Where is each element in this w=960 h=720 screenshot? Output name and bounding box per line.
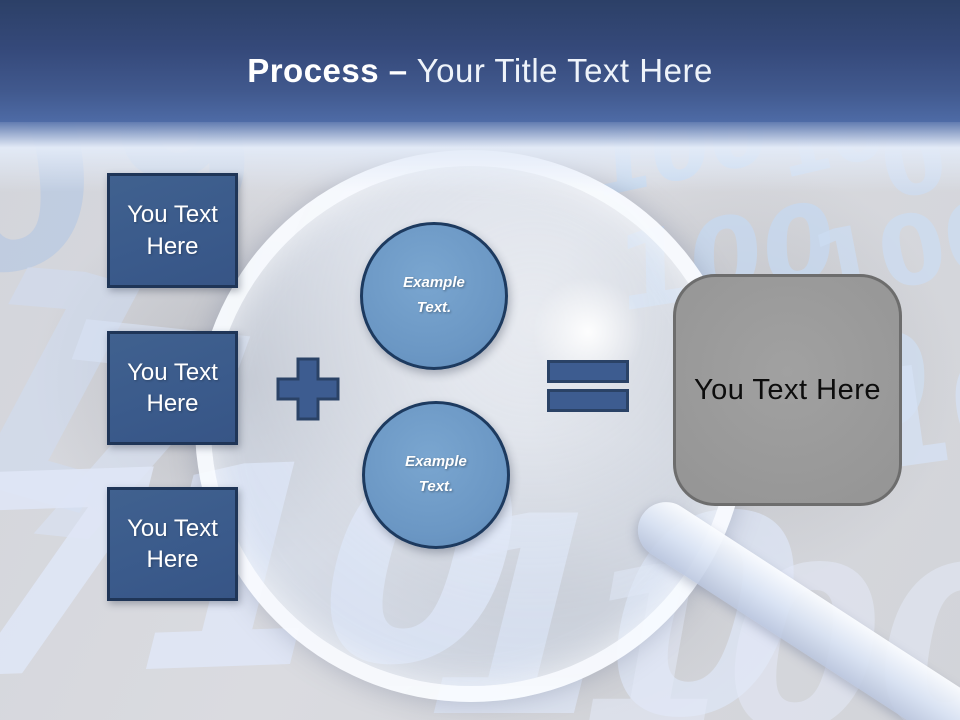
process-box-3-label: You Text Here: [127, 514, 218, 573]
result-box-label: You Text Here: [693, 373, 882, 406]
process-box-1-label: You Text Here: [127, 201, 218, 260]
plus-icon: [276, 357, 340, 421]
example-circle-1-label: Example Text.: [403, 274, 465, 316]
result-box: You Text Here: [673, 274, 902, 506]
slide-title-bold: Process –: [247, 52, 408, 89]
process-box-3: You Text Here: [107, 487, 238, 601]
process-box-2-label: You Text Here: [127, 358, 218, 417]
equals-icon: [547, 360, 629, 413]
process-box-1: You Text Here: [107, 173, 238, 288]
slide-title: Process –Your Title Text Here: [0, 52, 960, 90]
slide-title-rest: Your Title Text Here: [416, 52, 713, 89]
title-bar: [0, 0, 960, 122]
example-circle-2: Example Text.: [362, 401, 510, 549]
example-circle-1: Example Text.: [360, 222, 508, 370]
example-circle-2-label: Example Text.: [405, 453, 467, 495]
process-box-2: You Text Here: [107, 331, 238, 445]
